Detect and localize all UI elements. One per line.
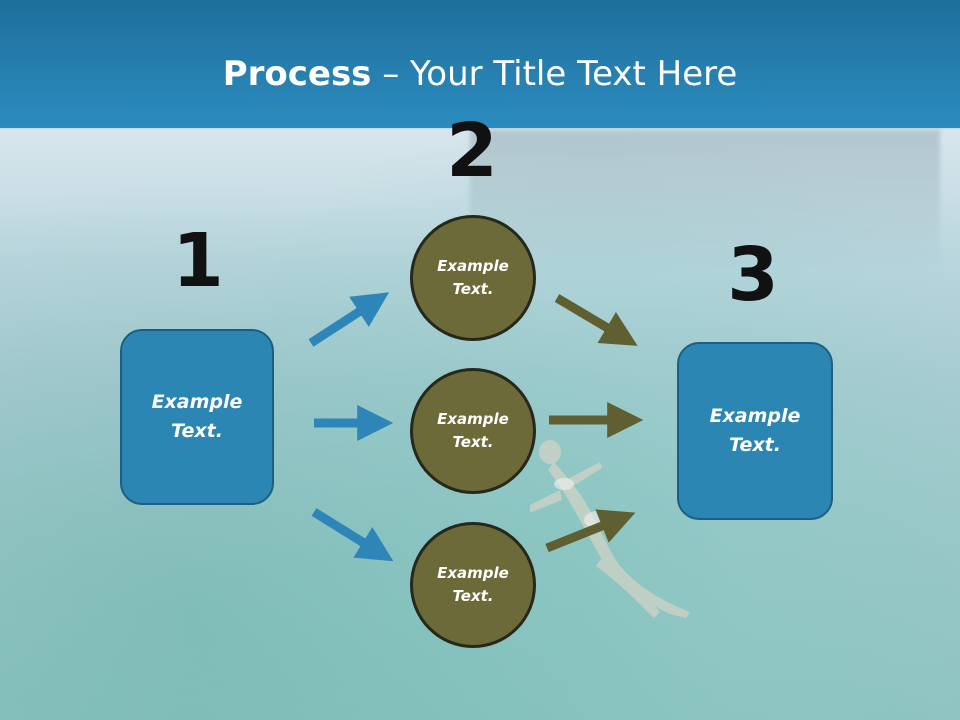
arrow-box1-to-circle-bottom xyxy=(311,508,394,562)
step-3-number: 3 xyxy=(727,232,779,318)
arrow-circle-bottom-to-box3 xyxy=(545,509,636,553)
step-1-box: Example Text. xyxy=(120,329,274,505)
step-3-box: Example Text. xyxy=(677,342,833,520)
title-bar xyxy=(0,0,960,128)
background-pier xyxy=(470,130,940,270)
arrow-box1-to-circle-top xyxy=(308,292,390,347)
step-2-circle-middle: Example Text. xyxy=(410,368,536,494)
step-2-circle-bottom-label: Example Text. xyxy=(437,564,509,605)
arrow-circle-top-to-box3 xyxy=(554,294,638,346)
step-3-label: Example Text. xyxy=(709,405,801,456)
step-1-label: Example Text. xyxy=(151,391,243,442)
slide-title: Process – Your Title Text Here xyxy=(0,52,960,96)
title-bold: Process xyxy=(222,54,372,94)
step-2-number: 2 xyxy=(446,108,498,194)
title-rest: – Your Title Text Here xyxy=(371,54,738,94)
step-2-circle-top: Example Text. xyxy=(410,215,536,341)
step-2-circle-middle-label: Example Text. xyxy=(437,410,509,451)
step-1-number: 1 xyxy=(172,218,224,304)
step-2-circle-top-label: Example Text. xyxy=(437,257,509,298)
step-2-circle-bottom: Example Text. xyxy=(410,522,536,648)
